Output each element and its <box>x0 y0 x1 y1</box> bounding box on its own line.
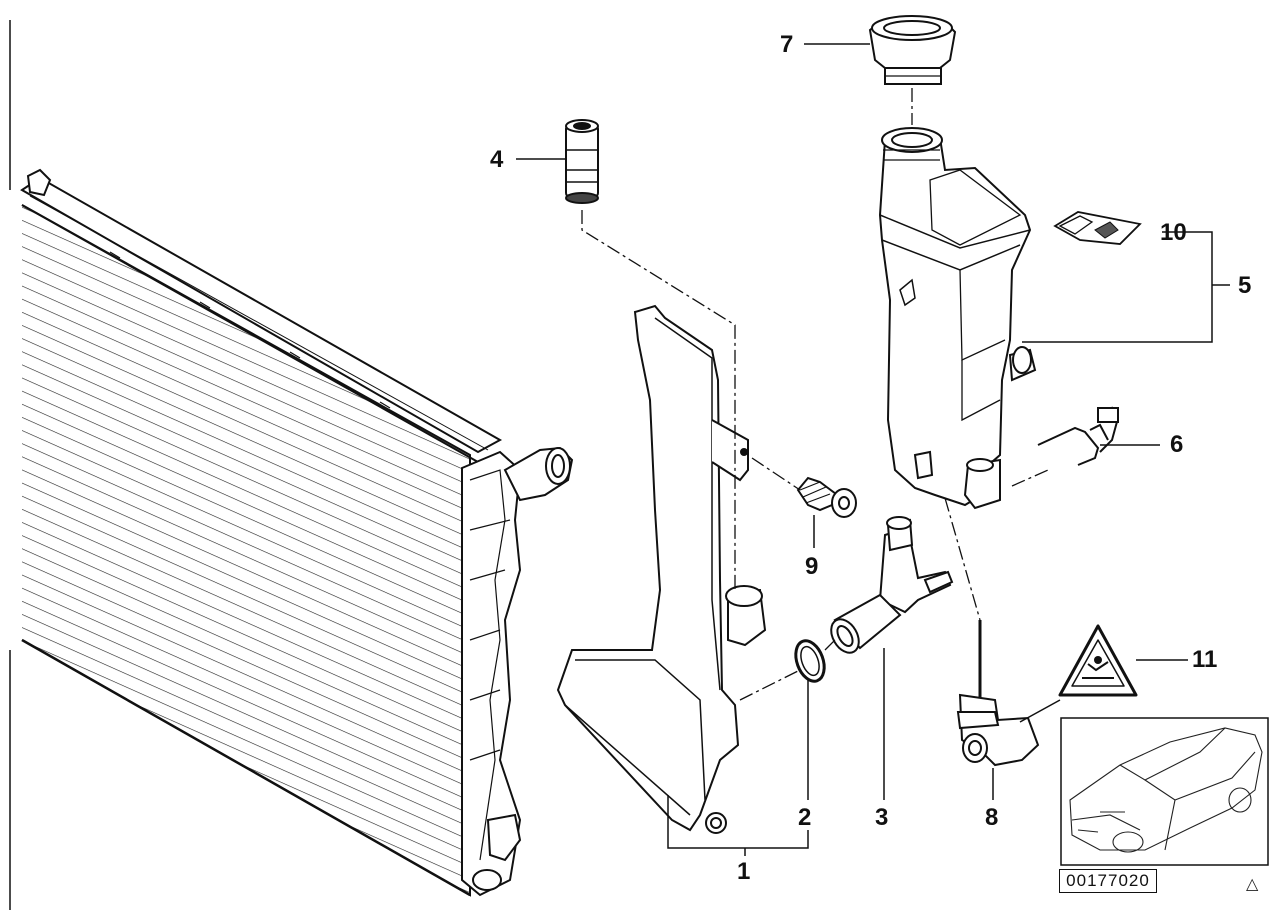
callout-4: 4 <box>490 146 504 173</box>
callout-9: 9 <box>805 553 819 580</box>
callout-8: 8 <box>985 804 999 831</box>
assembly-lines <box>581 88 1049 701</box>
car-thumbnail <box>1060 717 1269 866</box>
callout-3: 3 <box>875 804 889 831</box>
o-ring-part <box>794 639 826 683</box>
callout-10: 10 <box>1160 219 1187 246</box>
expansion-tank-part <box>878 127 1037 510</box>
label-part <box>1053 211 1142 245</box>
callout-6: 6 <box>1170 431 1184 458</box>
warning-mark-icon: △ <box>1246 874 1259 893</box>
filler-cap-part <box>868 15 957 85</box>
bleed-screw-part <box>565 119 599 204</box>
hose-connector-part <box>830 516 954 654</box>
diagram-number: 00177020 <box>1059 869 1157 893</box>
callout-1: 1 <box>737 858 751 885</box>
leader-lines <box>516 43 1230 856</box>
callout-2: 2 <box>798 804 812 831</box>
callout-5: 5 <box>1238 272 1252 299</box>
level-sensor-part <box>956 620 1040 767</box>
wire-clip-part <box>1037 406 1120 466</box>
warning-triangle-icon <box>1058 624 1138 697</box>
spreader-rivet-part <box>796 476 857 518</box>
callout-11: 11 <box>1192 646 1218 673</box>
radiator <box>9 20 574 910</box>
callout-7: 7 <box>780 31 794 58</box>
bracket-part <box>556 304 767 834</box>
